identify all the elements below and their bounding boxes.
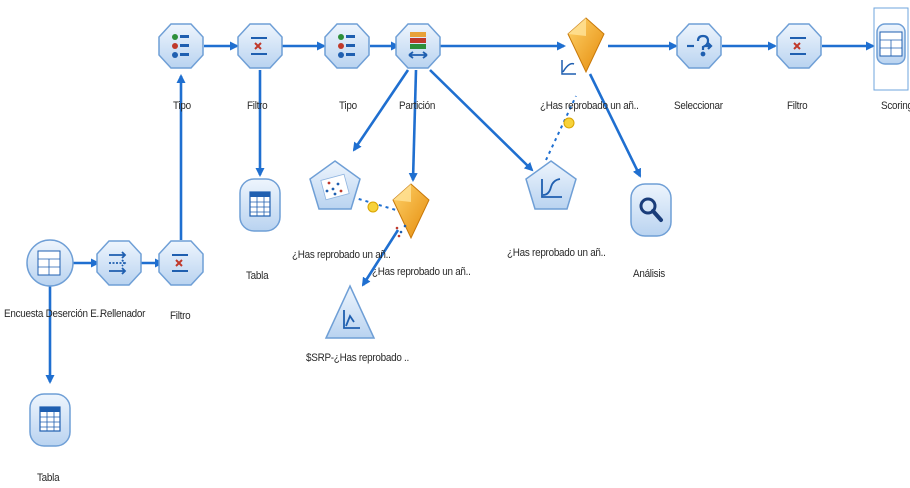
node-tipo-1[interactable] [158,23,204,69]
select-icon [687,34,713,57]
label-analisis: Análisis [633,268,665,280]
label-rellenador: Rellenador [100,308,146,320]
filter-icon [251,37,267,55]
node-encuesta[interactable] [26,239,74,287]
label-particion: Partición [399,100,436,112]
node-seleccionar[interactable] [676,23,722,69]
link-particion-curve[interactable] [429,69,534,172]
link-particion-scatter[interactable] [352,69,410,152]
label-seleccionar: Seleccionar [674,100,723,112]
label-model-nugget-mid: ¿Has reprobado un añ.. [372,266,471,278]
node-model-nugget-mid[interactable] [392,183,430,240]
connector-dot-top [563,117,575,129]
node-tabla-2[interactable] [29,393,71,447]
label-filtro-1: Filtro [247,100,268,112]
label-tabla-1: Tabla [246,270,269,282]
node-ssrp[interactable] [324,284,376,339]
curve-icon [561,60,576,75]
connector-dot-mid [367,201,379,213]
links [45,41,875,384]
dotted-curve-gemtop [545,95,577,161]
node-model-scatter[interactable] [309,160,361,210]
link-gemtop-analisis[interactable] [588,73,642,178]
table-icon [249,191,271,217]
type-icon [172,34,189,58]
label-model-scatter: ¿Has reprobado un añ.. [292,249,391,261]
logistic-curve-icon [541,178,562,198]
modeler-icon [320,173,350,201]
node-tipo-2[interactable] [324,23,370,69]
type-icon [338,34,355,58]
scatter-icon [395,224,407,238]
label-ssrp: $SRP-¿Has reprobado .. [306,352,410,364]
label-scoring: Scoring [881,100,910,112]
magnifier-icon [639,197,663,222]
graph-icon [343,310,360,329]
filter-icon [172,254,188,272]
label-filtro-3: Filtro [170,310,191,322]
excel-source-icon [37,250,61,276]
filler-icon [109,251,127,275]
node-filtro-1[interactable] [237,23,283,69]
label-encuesta: Encuesta Deserción E.. [4,308,102,320]
node-particion[interactable] [395,23,441,69]
filter-icon [790,37,806,55]
table-icon [39,406,61,432]
partition-icon [408,32,428,59]
link-particion-gemmid[interactable] [408,69,418,182]
link-gemmid-ssrp[interactable] [361,229,400,287]
node-rellenador[interactable] [96,240,142,286]
node-tabla-1[interactable] [239,178,281,232]
label-tipo-1: Tipo [173,100,191,112]
node-filtro-3[interactable] [158,240,204,286]
label-tipo-2: Tipo [339,100,357,112]
node-model-nugget-top[interactable] [561,17,605,75]
label-filtro-2: Filtro [787,100,808,112]
node-analisis[interactable] [630,183,672,237]
excel-export-icon [879,31,903,57]
label-model-nugget-top: ¿Has reprobado un añ.. [540,100,639,112]
node-scoring[interactable] [873,7,909,91]
node-filtro-2[interactable] [776,23,822,69]
label-tabla-2: Tabla [37,472,60,484]
node-model-curve[interactable] [525,160,577,210]
label-model-curve: ¿Has reprobado un añ.. [507,247,606,259]
